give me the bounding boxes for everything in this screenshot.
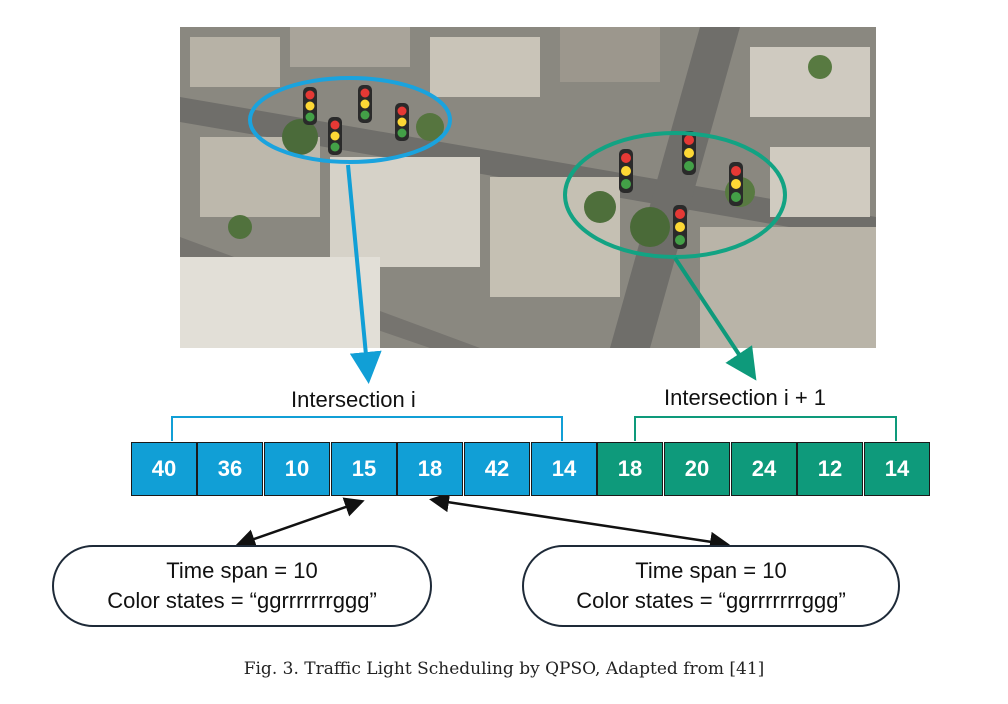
arrow-cell-to-bubble-left: [235, 497, 365, 549]
figure-caption: Fig. 3. Traffic Light Scheduling by QPSO…: [243, 659, 765, 679]
cell-left-2: 36: [197, 442, 263, 496]
intersection-i-ellipse: [248, 76, 452, 164]
cell-left-6: 42: [464, 442, 530, 496]
traffic-light-icon: [303, 87, 317, 125]
time-span-text: Time span = 10: [166, 558, 318, 583]
traffic-light-icon: [358, 85, 372, 123]
traffic-light-icon: [729, 162, 743, 206]
arrow-cell-to-bubble-right: [429, 492, 730, 552]
traffic-light-icon: [673, 205, 687, 249]
arrow-to-intersection-i: [346, 164, 382, 384]
traffic-light-icon: [682, 131, 696, 175]
info-bubble-right: Time span = 10 Color states = “ggrrrrrrr…: [522, 545, 900, 627]
cell-left-3: 10: [264, 442, 330, 496]
color-states-text: Color states = “ggrrrrrrrggg”: [107, 588, 377, 613]
cell-left-5: 18: [397, 442, 463, 496]
cell-left-4: 15: [331, 442, 397, 496]
aerial-city-image: [180, 27, 876, 348]
color-states-text: Color states = “ggrrrrrrrggg”: [576, 588, 846, 613]
traffic-light-icon: [395, 103, 409, 141]
intersection-i-label: Intersection i: [291, 387, 416, 412]
info-bubble-left: Time span = 10 Color states = “ggrrrrrrr…: [52, 545, 432, 627]
arrow-to-intersection-i1: [673, 256, 757, 381]
time-span-text: Time span = 10: [635, 558, 787, 583]
cell-left-7: 14: [531, 442, 597, 496]
cell-right-1: 18: [597, 442, 663, 496]
cell-right-5: 14: [864, 442, 930, 496]
cell-right-4: 12: [797, 442, 863, 496]
cell-right-3: 24: [731, 442, 797, 496]
intersection-i1-ellipse: [563, 131, 787, 259]
cell-left-1: 40: [131, 442, 197, 496]
traffic-light-icon: [619, 149, 633, 193]
intersection-i1-label: Intersection i + 1: [664, 385, 827, 410]
traffic-light-icon: [328, 117, 342, 155]
brace-intersection-i: [171, 416, 563, 441]
cell-right-2: 20: [664, 442, 730, 496]
brace-intersection-i1: [634, 416, 897, 441]
